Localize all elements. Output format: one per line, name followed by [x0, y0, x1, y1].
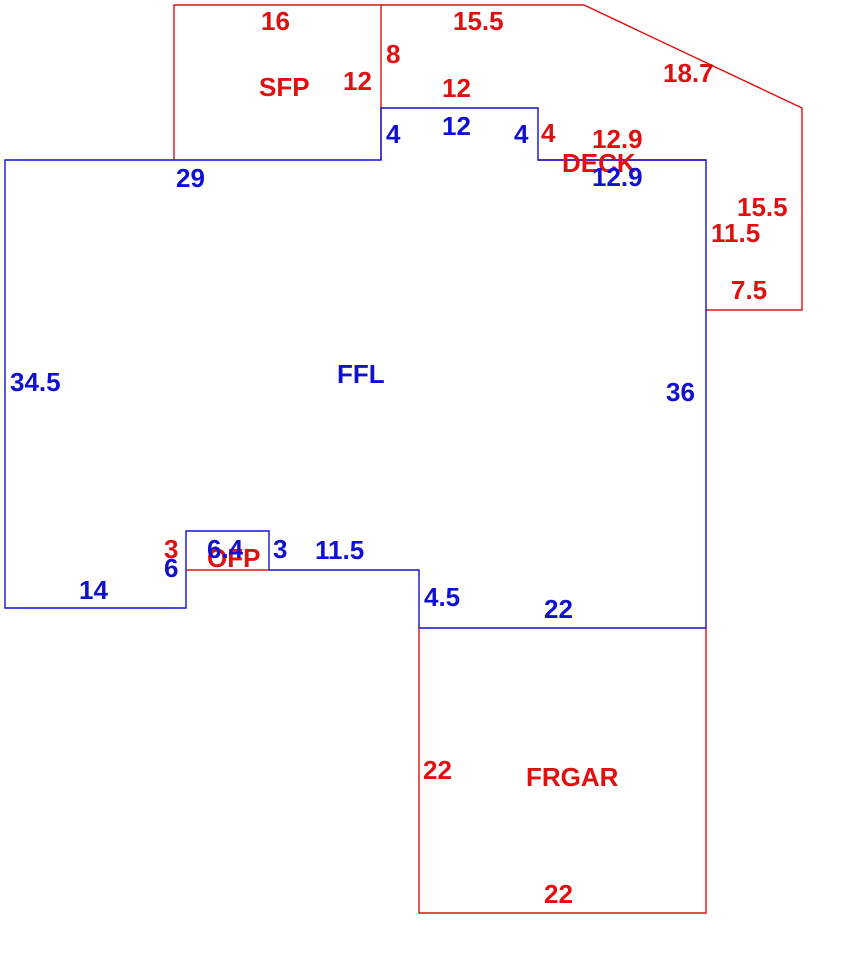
frgar-label: FRGAR: [526, 762, 619, 792]
dim-ofp-left: 3: [164, 534, 178, 564]
dim-ofp-top: 6.4: [207, 534, 244, 564]
dim-ffl-notch-right: 4: [514, 119, 529, 149]
dim-deck-diagonal: 18.7: [663, 58, 714, 88]
dim-ffl-right: 36: [666, 377, 695, 407]
dim-deck-bottom: 7.5: [731, 275, 767, 305]
dim-frgar-bottom: 22: [544, 879, 573, 909]
frgar-outline: [418, 628, 707, 914]
dim-ffl-step-left: 6: [164, 553, 178, 583]
sfp-label: SFP: [259, 72, 310, 102]
dim-ffl-deck-edge: 12.9: [592, 162, 643, 192]
deck-outline: [381, 4, 803, 311]
dim-ffl-step-mid: 11.5: [315, 535, 364, 565]
dim-deck-left: 8: [386, 39, 400, 69]
dim-ffl-left: 34.5: [10, 367, 61, 397]
ofp-label: OFP: [207, 543, 260, 573]
dim-deck-inner-right: 11.5: [711, 218, 760, 248]
dim-deck-bottom-step: 12: [442, 73, 471, 103]
dim-sfp-top: 16: [261, 6, 290, 36]
dim-deck-notch-right: 4: [541, 118, 556, 148]
ffl-label: FFL: [337, 359, 385, 389]
dim-ffl-bottom-left: 14: [79, 575, 108, 605]
dim-ffl-step-drop: 4.5: [424, 582, 460, 612]
dim-deck-inner: 12.9: [592, 124, 643, 154]
sfp-outline: [173, 4, 382, 160]
dim-ffl-notch-left: 4: [386, 119, 401, 149]
dim-ffl-notch-top: 12: [442, 111, 471, 141]
dim-deck-right: 15.5: [737, 192, 788, 222]
dim-frgar-left: 22: [423, 755, 452, 785]
dim-ffl-top-left: 29: [176, 163, 205, 193]
dim-ffl-bottom-right: 22: [544, 594, 573, 624]
dim-deck-top: 15.5: [453, 6, 504, 36]
dim-sfp-right: 12: [343, 66, 372, 96]
dim-ofp-right: 3: [273, 534, 287, 564]
deck-label: DECK: [562, 148, 636, 178]
